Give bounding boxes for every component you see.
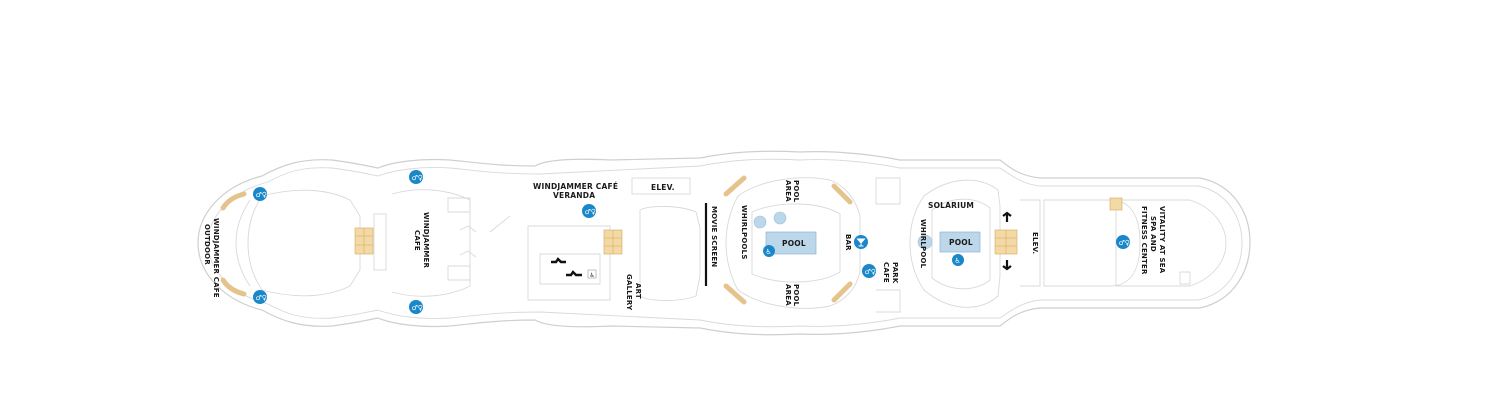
vitality-label-2: SPA AND <box>1149 216 1157 252</box>
restroom-icon: ♂♀ <box>582 204 596 218</box>
art-gallery-label: ART <box>634 283 642 299</box>
elevator-icon <box>603 229 623 255</box>
svg-text:♿: ♿ <box>766 248 772 256</box>
deck-chair-row-icon <box>220 191 247 211</box>
whirlpools-label: WHIRLPOOLS <box>740 205 748 260</box>
whirlpool-icon <box>917 234 933 250</box>
deck-chair-row-icon <box>831 183 853 205</box>
pool-solarium-label: POOL <box>949 238 973 247</box>
stairs-icon <box>551 257 582 277</box>
movie-screen: MOVIE SCREEN <box>704 203 718 286</box>
svg-text:♂♀: ♂♀ <box>412 174 423 182</box>
windjammer-outdoor-area: WINDJAMMER CAFE OUTDOOR <box>203 189 361 298</box>
park-cafe-label: PARK <box>891 262 899 284</box>
svg-text:♂♀: ♂♀ <box>585 208 596 216</box>
restroom-icon: ♂♀ <box>862 264 876 278</box>
elev-fwd-label: ELEV. <box>651 183 675 192</box>
main-pool-area: POOL WHIRLPOOLS POOL AREA POOL AREA <box>723 175 861 309</box>
pool-main-label: POOL <box>782 239 806 248</box>
svg-text:♂♀: ♂♀ <box>412 304 423 312</box>
elevator-lobby-aft: ELEV. <box>1020 199 1041 287</box>
windjammer-cafe-area: WINDJAMMER CAFE <box>391 189 471 297</box>
cocktail-icon <box>854 235 868 249</box>
deck-chair-row-icon <box>723 175 747 197</box>
solarium-label: SOLARIUM <box>928 201 974 210</box>
spa-fitness-area: VITALITY AT SEA SPA AND FITNESS CENTER <box>1043 199 1227 287</box>
wheelchair-icon: ♿ <box>952 254 964 266</box>
windjammer-veranda-label-2: VERANDA <box>553 191 595 200</box>
svg-text:♂♀: ♂♀ <box>256 294 267 302</box>
wheelchair-icon: ♿ <box>763 245 775 257</box>
restroom-icon: ♂♀ <box>409 170 423 184</box>
whirlpool-icon <box>773 211 787 225</box>
restroom-icon: ♂♀ <box>1116 235 1130 249</box>
whirlpool-label: WHIRLPOOL <box>919 219 927 269</box>
svg-text:♂♀: ♂♀ <box>1119 239 1130 247</box>
stairwell <box>373 213 387 271</box>
vitality-label-3: FITNESS CENTER <box>1140 206 1148 275</box>
windjammer-cafe-label-2: CAFE <box>413 230 421 251</box>
pool-icon <box>765 231 817 255</box>
elevator-lobby-fwd: ELEV. ART GALLERY <box>625 177 701 311</box>
elevator-icon <box>994 229 1018 255</box>
svg-text:♿: ♿ <box>955 257 961 265</box>
svg-text:♿: ♿ <box>590 272 595 279</box>
whirlpool-icon <box>753 215 767 229</box>
windjammer-veranda-label: WINDJAMMER CAFÉ <box>533 182 618 191</box>
svg-text:♂♀: ♂♀ <box>865 268 876 276</box>
elevator-icon <box>354 227 374 255</box>
tables-decor <box>459 215 511 258</box>
hull-outline <box>197 150 1251 336</box>
park-cafe-label-2: CAFE <box>882 262 890 283</box>
movie-screen-label: MOVIE SCREEN <box>710 206 718 267</box>
windjammer-veranda-area: WINDJAMMER CAFÉ VERANDA <box>527 182 618 301</box>
pool-area-top-label: POOL <box>792 180 800 203</box>
park-cafe-area: PARK CAFE <box>875 177 901 313</box>
art-gallery-label-2: GALLERY <box>625 274 633 311</box>
deck-chair-row-icon <box>831 281 853 303</box>
deck-chair-row-icon <box>723 283 747 305</box>
restroom-icon: ♂♀ <box>253 187 267 201</box>
wheelchair-icon: ♿ <box>587 269 597 279</box>
restroom-icon: ♂♀ <box>253 290 267 304</box>
elevator-icon <box>1109 197 1123 211</box>
deck-chair-row-icon <box>220 277 247 297</box>
bar-area: BAR <box>844 234 852 251</box>
pool-area-top-label-2: AREA <box>784 180 792 202</box>
stairs-icon <box>1002 211 1012 271</box>
pool-area-bottom-label-2: AREA <box>784 284 792 306</box>
svg-text:♂♀: ♂♀ <box>256 191 267 199</box>
restroom-icon: ♂♀ <box>409 300 423 314</box>
solarium-area: SOLARIUM POOL WHIRLPOOL <box>909 179 1001 308</box>
windjammer-cafe-label: WINDJAMMER <box>422 212 430 269</box>
windjammer-cafe-outdoor-label-2: OUTDOOR <box>203 224 211 265</box>
vitality-label: VITALITY AT SEA <box>1158 206 1166 274</box>
bar-label: BAR <box>844 234 852 251</box>
windjammer-cafe-outdoor-label: WINDJAMMER CAFE <box>212 218 220 298</box>
elev-aft-label: ELEV. <box>1031 232 1039 254</box>
pool-icon <box>939 231 981 253</box>
pool-area-bottom-label: POOL <box>792 284 800 307</box>
